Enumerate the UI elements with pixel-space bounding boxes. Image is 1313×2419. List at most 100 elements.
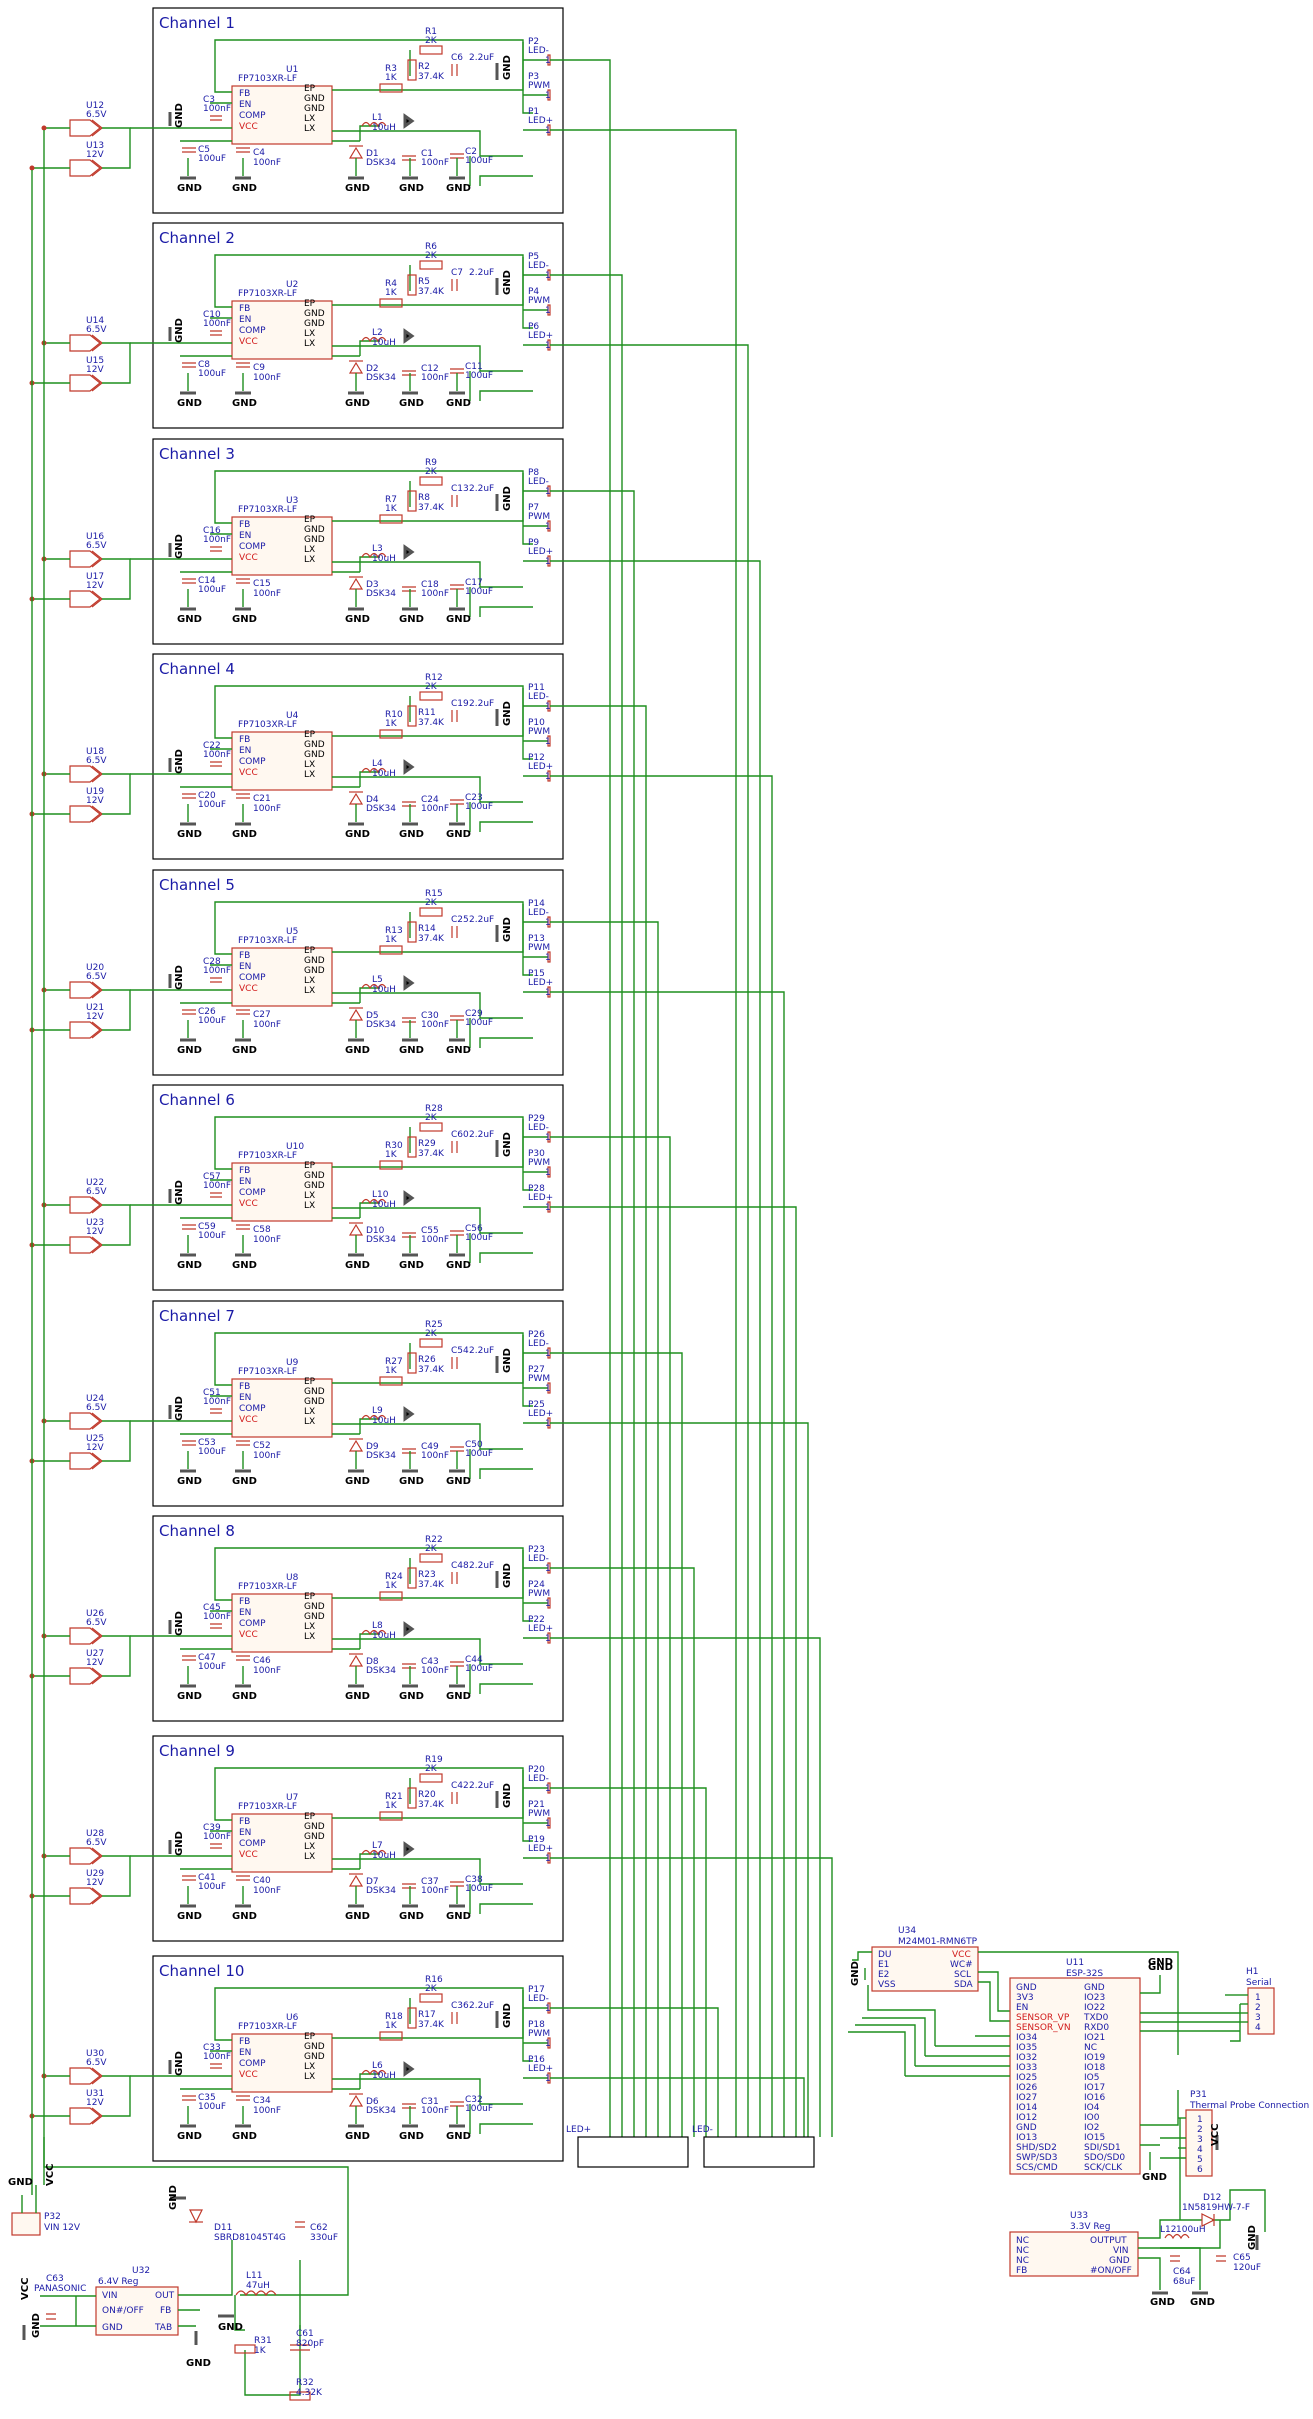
r32-ref: R32 xyxy=(296,2378,314,2388)
c-a-ref: C51 xyxy=(203,1388,221,1398)
c-fb-ref: C48 xyxy=(451,1561,469,1571)
esp-pin-right: IO18 xyxy=(1084,2063,1105,2073)
ic-pin-right: GND xyxy=(304,2052,325,2062)
esp-pin-left: SHD/SD2 xyxy=(1016,2143,1057,2153)
r-top-value: 2K xyxy=(425,1329,438,1339)
gnd-label: GND xyxy=(399,2131,424,2142)
gnd-label: GND xyxy=(345,2131,370,2142)
c-e-value: 100uF xyxy=(465,2104,493,2114)
r-3-ref: R21 xyxy=(385,1792,403,1802)
reg33-pin-nc2: NC xyxy=(1016,2246,1029,2256)
connector-pin: 1 xyxy=(545,737,551,747)
ic-pin-left: COMP xyxy=(239,542,266,552)
ic-pin-left: COMP xyxy=(239,1188,266,1198)
reg33-pin-output: OUTPUT xyxy=(1090,2236,1127,2246)
c-e-value: 100uF xyxy=(465,587,493,597)
reg33-u33: U33 3.3V Reg NC NC NC FB OUTPUT VIN GND … xyxy=(1009,2118,1266,2308)
c-b-value: 100uF xyxy=(198,369,226,379)
channel-title: Channel 7 xyxy=(159,1307,235,1325)
ic-pin-right: EP xyxy=(304,2032,316,2042)
channel-title: Channel 2 xyxy=(159,229,235,247)
inductor-ref: L8 xyxy=(372,1621,383,1631)
ic-pin-right: GND xyxy=(304,750,325,760)
ic-pin-right: GND xyxy=(304,1602,325,1612)
reg-ref: U20 xyxy=(86,963,104,973)
reg-ref: U15 xyxy=(86,356,104,366)
eeprom-pin-e1: E1 xyxy=(878,1960,889,1970)
reg-ref: U21 xyxy=(86,1003,104,1013)
esp-pin-right: TXD0 xyxy=(1083,2013,1109,2023)
ic-pin-right: EP xyxy=(304,515,316,525)
ic-pin-right: GND xyxy=(304,1397,325,1407)
gnd-label: GND xyxy=(177,614,202,625)
c-d-value: 100nF xyxy=(421,2106,449,2116)
inductor-ref: L2 xyxy=(372,328,383,338)
connector-label: PWM xyxy=(528,727,550,737)
reg-value: 6.5V xyxy=(86,110,107,120)
connector-ref: P10 xyxy=(528,718,545,728)
eeprom-part: M24M01-RMN6TP xyxy=(898,1937,978,1947)
ic-pin-left: VCC xyxy=(239,1630,258,1640)
c-fb-value: 2.2uF xyxy=(469,1781,494,1791)
ic-ref: U4 xyxy=(286,711,299,721)
esp32-u11: U11 ESP-32S GND3V3ENSENSOR_VPSENSOR_VNIO… xyxy=(1009,1958,1141,2175)
inductor-ref: L7 xyxy=(372,1841,383,1851)
ic-ref: U5 xyxy=(286,927,298,937)
reg33-pin-nc3: NC xyxy=(1016,2256,1029,2266)
ic-pin-left: VCC xyxy=(239,1199,258,1209)
gnd-label: GND xyxy=(502,1132,513,1157)
connector-pin: 1 xyxy=(545,1133,551,1143)
c-fb-ref: C13 xyxy=(451,484,469,494)
gnd-label: GND xyxy=(345,1045,370,1056)
esp-pin-right: SDI/SD1 xyxy=(1084,2143,1121,2153)
r-top-value: 2K xyxy=(425,467,438,477)
connector-ref: P8 xyxy=(528,468,539,478)
r-3-value: 1K xyxy=(385,719,398,729)
c-c-value: 100nF xyxy=(253,1235,281,1245)
r-top-ref: R22 xyxy=(425,1535,443,1545)
channel-block: Channel 6U10FP7103XR-LFFBENCOMPVCCEPGNDG… xyxy=(29,1084,797,2137)
connector-pin: 1 xyxy=(545,557,551,567)
ic-pin-left: EN xyxy=(239,746,251,756)
r-top-ref: R9 xyxy=(425,458,437,468)
gnd-label: GND xyxy=(174,1180,185,1205)
r-top-ref: R19 xyxy=(425,1755,443,1765)
serial-name: Serial xyxy=(1246,1978,1271,1988)
c-b-ref: C47 xyxy=(198,1653,216,1663)
reg-value: 12V xyxy=(86,150,104,160)
c-a-ref: C28 xyxy=(203,957,221,967)
connector-pin: 1 xyxy=(545,126,551,136)
c-fb-ref: C7 xyxy=(451,268,463,278)
connector-label: PWM xyxy=(528,1589,550,1599)
connector-pin: 1 xyxy=(545,1419,551,1429)
ic-part: FP7103XR-LF xyxy=(238,936,297,946)
gnd-label: GND xyxy=(177,1691,202,1702)
esp-pin-left: IO13 xyxy=(1016,2133,1037,2143)
reg-value: 12V xyxy=(86,796,104,806)
r-3-ref: R24 xyxy=(385,1572,403,1582)
esp-pin-left: IO12 xyxy=(1016,2113,1037,2123)
gnd-label: GND xyxy=(177,829,202,840)
gnd-label: GND xyxy=(502,917,513,942)
c65-value: 120uF xyxy=(1233,2263,1261,2273)
connector-pin: 1 xyxy=(545,1203,551,1213)
inductor-value: 10uH xyxy=(372,2071,396,2081)
channel-title: Channel 4 xyxy=(159,660,235,678)
connector-label: LED+ xyxy=(528,762,553,772)
connector-ref: P15 xyxy=(528,969,545,979)
esp-pin-right: SCK/CLK xyxy=(1084,2163,1123,2173)
gnd-label: GND xyxy=(174,103,185,128)
c-b-value: 100uF xyxy=(198,1662,226,1672)
reg-ref: U24 xyxy=(86,1394,104,1404)
probe-pin-1: 1 xyxy=(1197,2115,1203,2125)
ic-pin-left: VCC xyxy=(239,1415,258,1425)
c64-value: 68uF xyxy=(1173,2277,1195,2287)
ic-pin-right: GND xyxy=(304,525,325,535)
c-b-value: 100uF xyxy=(198,800,226,810)
connector-ref: P30 xyxy=(528,1149,545,1159)
c-d-value: 100nF xyxy=(421,1451,449,1461)
c-a-ref: C16 xyxy=(203,526,221,536)
reg-value: 6.5V xyxy=(86,756,107,766)
connector-pin: 1 xyxy=(545,2074,551,2084)
reg-value: 6.5V xyxy=(86,1187,107,1197)
